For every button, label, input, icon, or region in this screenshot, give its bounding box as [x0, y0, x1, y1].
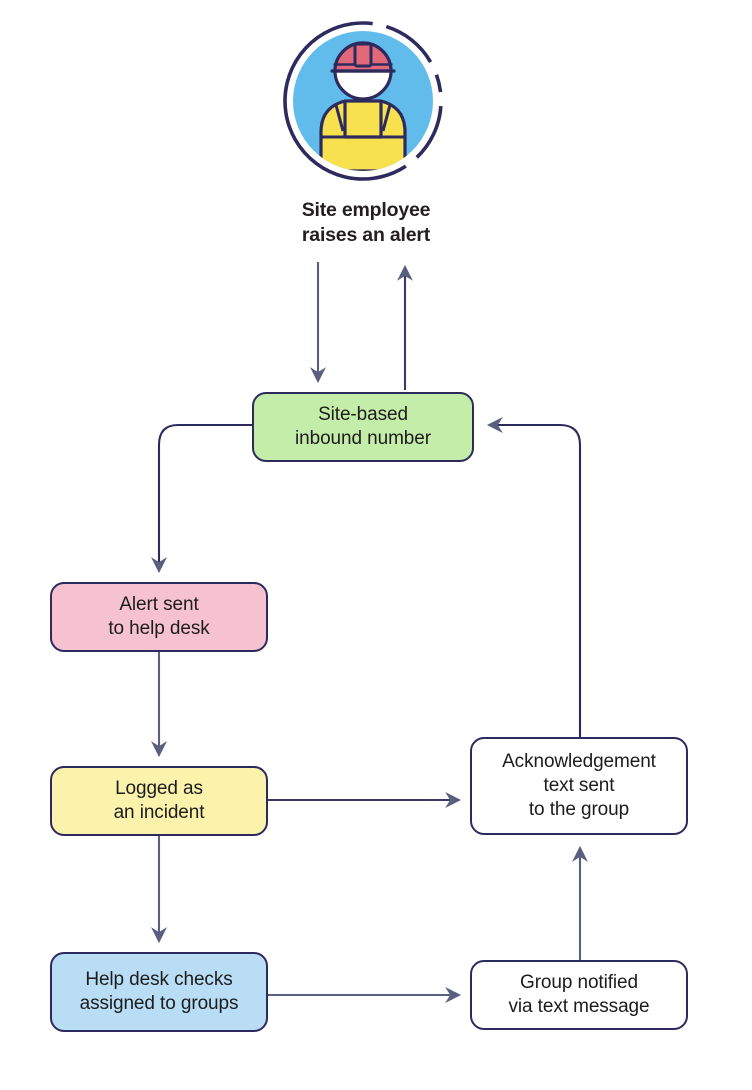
avatar-vest-strap-left: [343, 101, 383, 139]
page-title: Site employee raises an alert: [301, 199, 431, 246]
node-alert-sent-to-help-desk[interactable]: Alert sent to help desk: [50, 582, 268, 652]
site-employee-avatar-icon: [281, 19, 445, 183]
avatar-outer-ring: [283, 21, 443, 181]
edge-ack-to-inbound: [486, 417, 582, 737]
node-group-notified-via-text-message[interactable]: Group notified via text message: [470, 960, 688, 1030]
avatar-helmet-crest: [353, 42, 373, 68]
node-site-based-inbound-number[interactable]: Site-based inbound number: [252, 392, 474, 462]
edge-inbound-to-alert: [151, 423, 252, 574]
avatar-vest-shoulder-left: [334, 104, 345, 132]
avatar-svg: [283, 21, 443, 181]
avatar-vest-shoulder-right: [381, 104, 392, 132]
node-help-desk-checks-assigned-to-groups[interactable]: Help desk checks assigned to groups: [50, 952, 268, 1032]
node-acknowledgement-text-sent-to-the-group[interactable]: Acknowledgement text sent to the group: [470, 737, 688, 835]
node-logged-as-an-incident[interactable]: Logged as an incident: [50, 766, 268, 836]
